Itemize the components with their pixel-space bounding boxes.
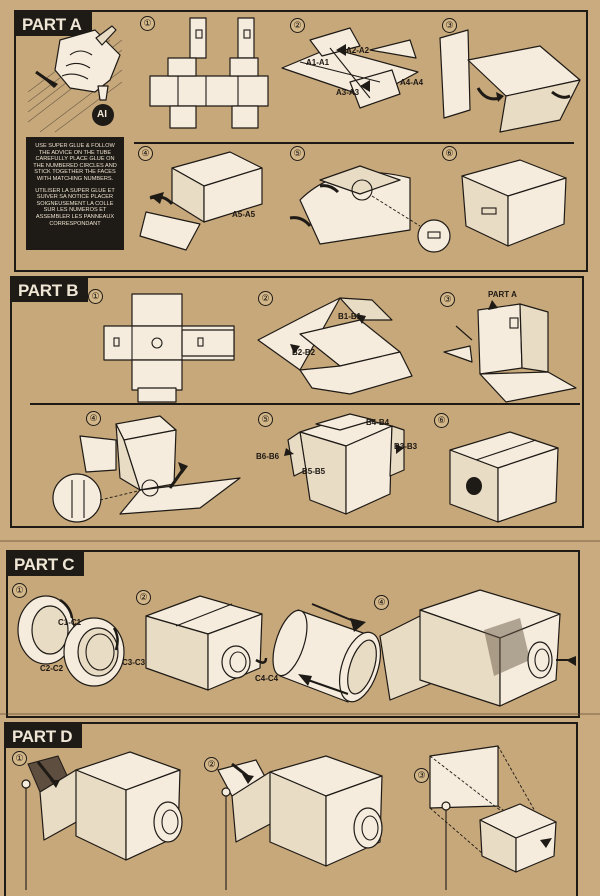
- fold-line-1: [0, 540, 600, 542]
- part-b-step-5-box: [284, 413, 405, 515]
- part-a-step-1-template: [149, 17, 269, 129]
- part-a-step-1: ①: [140, 16, 155, 31]
- label-b6: B6-B6: [256, 452, 280, 461]
- part-c-title: PART C: [8, 552, 85, 576]
- label-a2: A2-A2: [346, 46, 370, 55]
- part-d-step-2-projector: [217, 755, 383, 890]
- part-b-step-4-box: [52, 415, 241, 523]
- label-b1: B1-B1: [338, 312, 362, 321]
- part-a-step-6: ⑥: [442, 146, 457, 161]
- part-a-step-6-box: [461, 159, 567, 247]
- part-a-step-4-box: [139, 151, 263, 251]
- label-b4: B4-B4: [366, 418, 390, 427]
- label-b2: B2-B2: [292, 348, 316, 357]
- projection-screen-icon: [429, 745, 557, 890]
- part-a-step-2-folding: [281, 27, 419, 109]
- label-part-a-ref: PART A: [488, 290, 517, 299]
- part-d-step-2: ②: [204, 757, 219, 772]
- part-a-step-5: ⑤: [290, 146, 305, 161]
- part-a-step-3-folding: [439, 29, 581, 133]
- part-b-step-4: ④: [86, 411, 101, 426]
- part-a-step-3: ③: [442, 18, 457, 33]
- part-a-step-5-box: [289, 165, 451, 253]
- part-b-step-2-folding: [257, 297, 413, 395]
- part-a-step-2: ②: [290, 18, 305, 33]
- label-a3: A3-A3: [336, 88, 360, 97]
- label-c2: C2-C2: [40, 664, 64, 673]
- part-a-row-divider: [134, 142, 574, 144]
- label-c1: C1-C1: [58, 618, 82, 627]
- part-c-step-assembled: [379, 589, 576, 707]
- part-b-step-5: ⑤: [258, 412, 273, 427]
- part-d-title: PART D: [6, 724, 83, 748]
- part-b-row-divider: [30, 403, 580, 405]
- fold-line-2: [0, 713, 600, 715]
- label-a4: A4-A4: [400, 78, 424, 87]
- part-a-title: PART A: [16, 12, 92, 36]
- part-b-step-1-template: [103, 293, 235, 403]
- part-a-badge: AI: [97, 109, 107, 120]
- part-b-step-6: ⑥: [434, 413, 449, 428]
- label-a5: A5-A5: [232, 210, 256, 219]
- part-b-step-3-folding: [443, 300, 577, 403]
- part-c-step-4-tube: [272, 603, 382, 703]
- part-b-step-2: ②: [258, 291, 273, 306]
- part-d-step-3: ③: [414, 768, 429, 783]
- glue-instructions-english: USE SUPER GLUE & FOLLOW THE ADVICE ON TH…: [33, 143, 117, 182]
- part-c-step-4: ④: [374, 595, 389, 610]
- label-c4: C4-C4: [255, 674, 279, 683]
- label-c3: C3-C3: [122, 658, 146, 667]
- glue-instructions-box: USE SUPER GLUE & FOLLOW THE ADVICE ON TH…: [26, 137, 124, 250]
- part-a-step-4: ④: [138, 146, 153, 161]
- lens-icon: [17, 595, 125, 687]
- part-d-step-1: ①: [12, 751, 27, 766]
- part-b-step-6-box: [449, 431, 559, 523]
- label-a1: A1-A1: [306, 58, 330, 67]
- part-b-step-1: ①: [88, 289, 103, 304]
- part-c-step-2-box: [145, 595, 268, 691]
- label-b3: B3-B3: [394, 442, 418, 451]
- part-d-step-1-projector: [21, 751, 183, 890]
- part-b-title: PART B: [12, 278, 89, 302]
- glue-instructions-french: UTILISER LA SUPER GLUE ET SUIVER SA NOTI…: [35, 187, 115, 227]
- part-b-step-3: ③: [440, 292, 455, 307]
- part-c-step-1: ①: [12, 583, 27, 598]
- part-c-step-2: ②: [136, 590, 151, 605]
- label-b5: B5-B5: [302, 467, 326, 476]
